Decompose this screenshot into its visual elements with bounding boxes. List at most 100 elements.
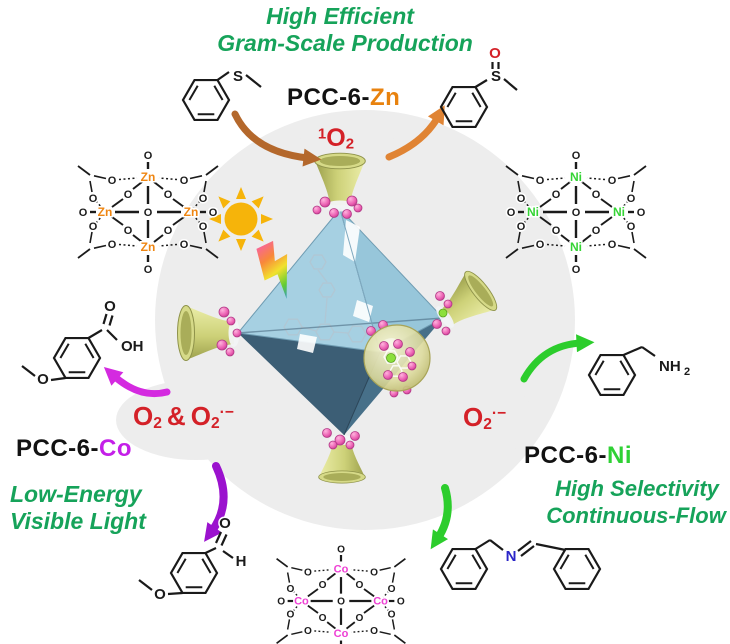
ni-ros-label: O2·− (463, 404, 506, 432)
pink-ball (225, 347, 235, 357)
arrow-benzylamine-in (520, 334, 595, 383)
guest-sphere (363, 324, 431, 392)
oxygen-label: O (572, 264, 581, 276)
rainbow-bolt-icon (256, 240, 288, 299)
oxygen-label: O (388, 610, 396, 621)
sun-ray (209, 214, 221, 224)
oxygen-label: O (552, 225, 561, 237)
catalyst-prefix: PCC-6- (16, 435, 100, 462)
pink-ball (312, 205, 322, 215)
oxygen-label: O (517, 193, 526, 205)
anisic-acid-bonds (21, 313, 118, 382)
pink-ball (350, 431, 360, 441)
benzylamine-nh2-sub: 2 (684, 366, 690, 378)
cage-windows (297, 220, 373, 353)
pink-ball (407, 361, 417, 371)
co-cluster-structure: OOOOOOOOOOOOOOOOOCoCoCoCo (276, 543, 406, 644)
oxygen-label: O (572, 207, 581, 219)
metal-label: Ni (570, 170, 582, 184)
benzene-ring (181, 78, 231, 122)
metal-label: Co (294, 596, 309, 608)
oxygen-label: O (592, 225, 601, 237)
oxygen-label: O (144, 207, 153, 219)
pink-ball (218, 306, 230, 318)
benzene-ring (587, 353, 637, 397)
oxygen-label: O (627, 193, 636, 205)
oxygen-label: O (319, 580, 327, 591)
sun-ray (236, 187, 246, 199)
sun-ray (251, 229, 264, 242)
benzene-ring (169, 551, 219, 595)
oxygen-label: O (79, 207, 88, 219)
oxygen-label: O (89, 221, 98, 233)
oxygen-label: O (370, 567, 378, 578)
oxygen-label: O (592, 189, 601, 201)
sun-ray (261, 214, 273, 224)
metal-label: Co (334, 628, 349, 640)
oxygen-label: O (370, 626, 378, 637)
benzene-ring (552, 547, 602, 591)
benzene-ring (439, 547, 489, 591)
pink-ball (216, 339, 228, 351)
sulfoxide-o-label: O (489, 45, 501, 62)
arrow-sulfoxide-out (385, 105, 445, 161)
benzene-rings (52, 78, 637, 595)
singlet-oxygen-base: O (326, 124, 346, 152)
oxygen-label: O (286, 610, 294, 621)
pink-ball (345, 440, 355, 450)
thioanisole-s-label: S (233, 68, 243, 85)
arrow-acid-out (103, 367, 171, 398)
oxygen-label: O (124, 225, 133, 237)
catalyst-label-ni: PCC-6-Ni (524, 444, 632, 468)
pink-ball (435, 291, 445, 301)
co-ros-radical: ·− (219, 404, 234, 422)
metal-label: Ni (613, 205, 625, 219)
oxygen-label: O (536, 175, 545, 187)
oxygen-label: O (199, 193, 208, 205)
catalyst-metal-co: Co (99, 435, 133, 462)
zn-caption-line2: Gram-Scale Production (217, 30, 473, 56)
pink-ball (322, 428, 332, 438)
oxygen-label: O (337, 597, 345, 608)
pink-ball (398, 372, 408, 382)
pink-ball (226, 316, 236, 326)
oxygen-label: O (319, 613, 327, 624)
oxygen-label: O (89, 193, 98, 205)
metal-label: Ni (570, 240, 582, 254)
benzylamine-bonds (623, 345, 656, 357)
pink-ball (329, 208, 339, 218)
ni-ros-sub: 2 (483, 415, 492, 433)
pink-ball (443, 299, 453, 309)
metal-label: Ni (527, 205, 539, 219)
co-ros-amp: & (166, 401, 186, 431)
singlet-oxygen-sub: 2 (345, 135, 355, 153)
oxygen-label: O (164, 225, 173, 237)
benzene-ring (52, 336, 102, 380)
zn-caption-line1: High Efficient (266, 3, 414, 29)
oxygen-label: O (304, 626, 312, 637)
oxygen-label: O (277, 597, 285, 608)
oxygen-label: O (144, 150, 153, 162)
oxygen-label: O (507, 207, 516, 219)
arrow-imine-out (430, 484, 452, 550)
catalyst-prefix: PCC-6- (524, 442, 608, 469)
oxygen-label: O (552, 189, 561, 201)
oxygen-label: O (637, 207, 646, 219)
pink-ball (383, 370, 393, 380)
pink-ball (432, 319, 442, 329)
anisaldehyde-bonds (138, 531, 234, 596)
pink-ball (319, 196, 331, 208)
oxygen-label: O (608, 239, 617, 251)
anisic-acid-o-label: O (104, 298, 116, 315)
pink-ball (393, 339, 403, 349)
oxygen-label: O (355, 613, 363, 624)
pink-ball (441, 326, 451, 336)
oxygen-label: O (388, 584, 396, 595)
ni-caption-line2: Continuous-Flow (546, 503, 726, 528)
pink-ball (328, 440, 338, 450)
pink-ball (405, 347, 415, 357)
oxygen-label: O (124, 189, 133, 201)
